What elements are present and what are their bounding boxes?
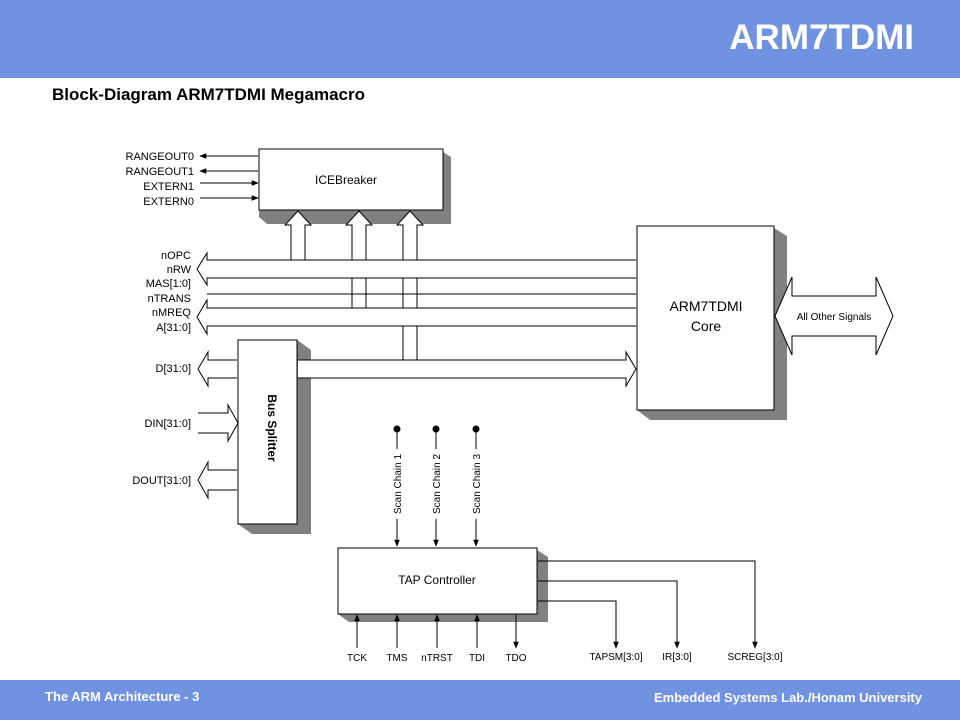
tap-status-label: TAPSM[3:0] xyxy=(589,652,642,663)
tap-input-label: TCK xyxy=(347,653,367,664)
scan-chain-label: Scan Chain 3 xyxy=(472,454,483,514)
footer-bar: The ARM Architecture - 3 Embedded System… xyxy=(0,680,960,720)
core-label-line1: ARM7TDMI xyxy=(669,298,742,314)
bus-splitter-block: Bus Splitter xyxy=(237,339,311,534)
signal-label: nRW xyxy=(167,264,192,276)
signal-label: nOPC xyxy=(161,250,191,262)
signal-label: nTRANS xyxy=(148,293,191,305)
signal-label: MAS[1:0] xyxy=(146,278,191,290)
signal-label: A[31:0] xyxy=(156,322,191,334)
icebreaker-label: ICEBreaker xyxy=(315,173,377,187)
tap-io xyxy=(354,614,519,649)
icebreaker-block: ICEBreaker xyxy=(258,148,451,224)
ice-bus-taps xyxy=(283,210,425,360)
d-bus-arrow xyxy=(197,350,237,388)
header-bar: ARM7TDMI xyxy=(0,0,960,78)
tap-status-label: SCREG[3:0] xyxy=(727,652,782,663)
tap-status-labels: TAPSM[3:0] IR[3:0] SCREG[3:0] xyxy=(589,652,782,663)
bus-signal-labels: nOPC nRW MAS[1:0] nTRANS nMREQ A[31:0] xyxy=(146,250,192,334)
signal-label: RANGEOUT0 xyxy=(126,151,194,163)
signal-label: nMREQ xyxy=(152,307,192,319)
tap-input-label: TDI xyxy=(469,653,485,664)
tap-controller-label: TAP Controller xyxy=(398,573,476,587)
tap-status-lines xyxy=(538,560,758,649)
scan-chain-label: Scan Chain 2 xyxy=(432,454,443,514)
core-label-line2: Core xyxy=(691,318,722,334)
d-bus-label: D[31:0] xyxy=(156,363,191,375)
scan-chains: Scan Chain 1 Scan Chain 2 Scan Chain 3 xyxy=(391,425,483,547)
scan-chain-label: Scan Chain 1 xyxy=(393,454,404,514)
tap-output-label: TDO xyxy=(505,653,526,664)
tap-controller-block: TAP Controller xyxy=(337,547,548,622)
ice-signals: RANGEOUT0 RANGEOUT1 EXTERN1 EXTERN0 xyxy=(126,151,259,208)
tap-input-label: nTRST xyxy=(421,653,453,664)
tap-status-label: IR[3:0] xyxy=(662,652,692,663)
splitter-core-data-path xyxy=(298,350,637,388)
control-bus xyxy=(196,251,636,336)
dout-label: DOUT[31:0] xyxy=(132,475,191,487)
core-block: ARM7TDMI Core xyxy=(636,225,787,420)
din-label: DIN[31:0] xyxy=(145,418,191,430)
signal-label: EXTERN1 xyxy=(143,181,194,193)
footer-institution: Embedded Systems Lab./Honam University xyxy=(653,690,922,705)
tap-input-label: TMS xyxy=(386,653,407,664)
slide-title: ARM7TDMI xyxy=(729,18,914,57)
other-signals-label: All Other Signals xyxy=(797,312,871,323)
signal-label: EXTERN0 xyxy=(143,196,194,208)
other-signals-arrow: All Other Signals xyxy=(774,276,894,356)
signal-label: RANGEOUT1 xyxy=(126,166,194,178)
bus-splitter-label: Bus Splitter xyxy=(265,394,279,462)
tap-io-labels: TCK TMS nTRST TDI TDO xyxy=(347,653,527,664)
din-arrow xyxy=(198,403,239,443)
dout-arrow xyxy=(197,460,237,500)
footer-course-title: The ARM Architecture - 3 xyxy=(45,689,200,704)
page-title: Block-Diagram ARM7TDMI Megamacro xyxy=(52,85,365,104)
